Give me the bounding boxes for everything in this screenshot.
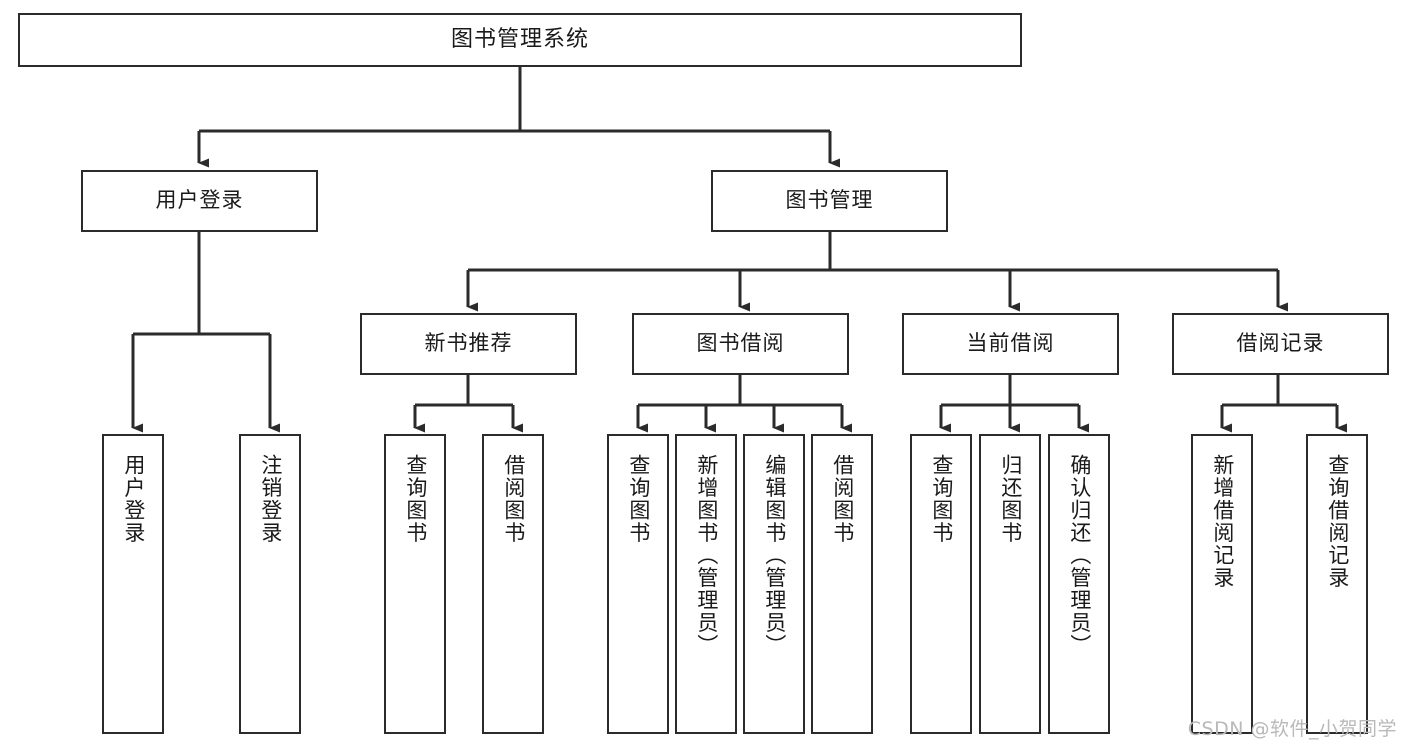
- leaf-label: 查询借阅记录: [1325, 454, 1350, 589]
- leaf-label: 查询图书: [929, 454, 954, 544]
- leaf-label: 用户登录: [121, 454, 146, 544]
- leaf-current-confirm-return-admin[interactable]: 确认归还（管理员）: [1048, 434, 1110, 734]
- leaf-label: 借阅图书: [501, 454, 526, 544]
- leaf-label: 查询图书: [626, 454, 651, 544]
- leaf-record-add-record[interactable]: 新增借阅记录: [1191, 434, 1253, 734]
- leaf-label: 确认归还（管理员）: [1067, 454, 1092, 657]
- node-user-login[interactable]: 用户登录: [81, 170, 318, 232]
- leaf-label: 查询图书: [403, 454, 428, 544]
- leaf-label: 归还图书: [998, 454, 1023, 544]
- leaf-current-return-book[interactable]: 归还图书: [979, 434, 1041, 734]
- leaf-record-query-record[interactable]: 查询借阅记录: [1306, 434, 1368, 734]
- leaf-label: 新增借阅记录: [1210, 454, 1235, 589]
- node-borrow-record[interactable]: 借阅记录: [1172, 313, 1389, 375]
- leaf-new-book-query[interactable]: 查询图书: [384, 434, 446, 734]
- leaf-label: 编辑图书（管理员）: [762, 454, 787, 657]
- leaf-borrow-edit-book-admin[interactable]: 编辑图书（管理员）: [743, 434, 805, 734]
- leaf-borrow-query-book[interactable]: 查询图书: [607, 434, 669, 734]
- leaf-new-book-borrow[interactable]: 借阅图书: [482, 434, 544, 734]
- leaf-label: 注销登录: [258, 454, 283, 544]
- leaf-borrow-add-book-admin[interactable]: 新增图书（管理员）: [675, 434, 737, 734]
- leaf-current-query-book[interactable]: 查询图书: [910, 434, 972, 734]
- leaf-label: 新增图书（管理员）: [694, 454, 719, 657]
- watermark: CSDN @软件_小贺同学: [1187, 718, 1397, 740]
- leaf-user-login-signout[interactable]: 注销登录: [239, 434, 301, 734]
- node-root-system[interactable]: 图书管理系统: [18, 13, 1022, 67]
- leaf-borrow-borrow-book[interactable]: 借阅图书: [811, 434, 873, 734]
- leaf-user-login-signin[interactable]: 用户登录: [102, 434, 164, 734]
- leaf-label: 借阅图书: [830, 454, 855, 544]
- node-current-borrow[interactable]: 当前借阅: [902, 313, 1119, 375]
- node-book-borrow[interactable]: 图书借阅: [632, 313, 849, 375]
- node-new-book-recommend[interactable]: 新书推荐: [360, 313, 577, 375]
- node-book-management[interactable]: 图书管理: [711, 170, 948, 232]
